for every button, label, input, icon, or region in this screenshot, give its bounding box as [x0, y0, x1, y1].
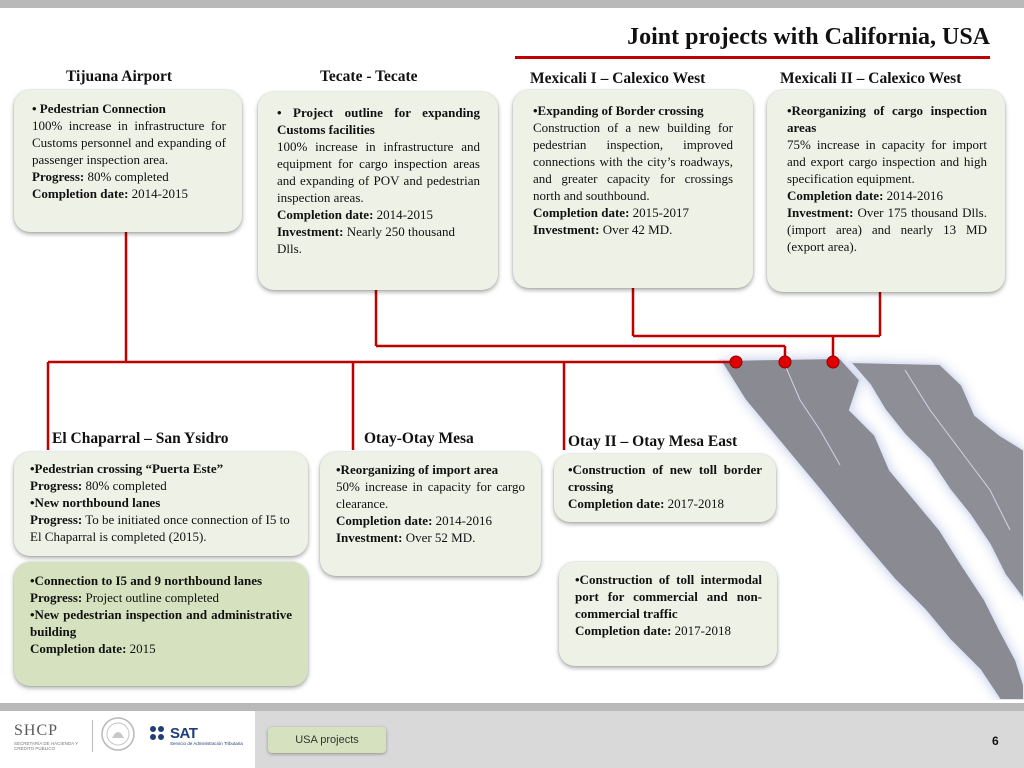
completion-label: Completion date:: [277, 207, 374, 222]
card-otay-mesa-east: •Construction of new toll border crossin…: [554, 454, 776, 522]
project-title: • Project outline for expanding Customs …: [277, 105, 480, 137]
project-title: •Construction of new toll border crossin…: [568, 462, 762, 494]
project-description: 100% increase in infrastructure and equi…: [277, 139, 480, 205]
title-underline: [515, 56, 990, 59]
page-title: Joint projects with California, USA: [627, 24, 990, 50]
project-title: •Pedestrian crossing “Puerta Este”: [30, 461, 224, 476]
heading-tecate: Tecate - Tecate: [320, 68, 418, 85]
investment-value: Over 52 MD.: [402, 530, 476, 545]
progress-label: Progress:: [32, 169, 85, 184]
progress-value: Project outline completed: [82, 590, 220, 605]
card-mexicali-2: •Reorganizing of cargo inspection areas …: [767, 90, 1005, 292]
project-title: •Expanding of Border crossing: [533, 103, 704, 118]
heading-mexicali-1: Mexicali I – Calexico West: [530, 70, 706, 87]
progress-value: 80% completed: [84, 169, 169, 184]
completion-label: Completion date:: [30, 641, 127, 656]
progress-value: To be initiated once connection of I5 to…: [30, 512, 290, 544]
sat-logo: SAT: [170, 725, 198, 742]
heading-otay-mesa-east: Otay II – Otay Mesa East: [568, 433, 738, 450]
progress-label: Progress:: [30, 478, 83, 493]
card-otay-mesa: •Reorganizing of import area 50% increas…: [320, 452, 541, 576]
project-title: •Construction of toll intermodal port fo…: [575, 572, 762, 621]
project-title: •Reorganizing of cargo inspection areas: [787, 103, 987, 135]
usa-projects-button[interactable]: USA projects: [268, 727, 386, 753]
baja-california-map: [718, 356, 1024, 700]
logo-divider: [92, 720, 93, 752]
completion-value: 2017-2018: [671, 623, 732, 638]
card-mexicali-1: •Expanding of Border crossing Constructi…: [513, 90, 753, 288]
completion-label: Completion date:: [568, 496, 665, 511]
completion-value: 2017-2018: [664, 496, 725, 511]
investment-label: Investment:: [787, 205, 854, 220]
completion-label: Completion date:: [533, 205, 630, 220]
completion-value: 2014-2016: [432, 513, 493, 528]
completion-value: 2015-2017: [629, 205, 690, 220]
investment-label: Investment:: [277, 224, 344, 239]
investment-value: Nearly 250 thousand Dlls.: [277, 224, 455, 256]
bottom-bar: [0, 703, 1024, 711]
investment-value: Over 175 thousand Dlls. (import area) an…: [787, 205, 987, 254]
completion-label: Completion date:: [787, 188, 884, 203]
project-description: 75% increase in capacity for import and …: [787, 137, 987, 186]
project-title: •Reorganizing of import area: [336, 462, 499, 477]
completion-label: Completion date:: [575, 623, 672, 638]
heading-el-chaparral: El Chaparral – San Ysidro: [52, 430, 229, 447]
project-title: • Pedestrian Connection: [32, 101, 166, 116]
shcp-logo: SHCP: [14, 722, 59, 739]
mexico-seal-icon: [101, 717, 135, 751]
progress-value: 80% completed: [82, 478, 167, 493]
completion-value: 2014-2016: [883, 188, 944, 203]
sat-subtitle: Servicio de Administración Tributaria: [170, 741, 243, 746]
investment-value: Over 42 MD.: [599, 222, 673, 237]
project-description: 100% increase in infrastructure for Cust…: [32, 118, 226, 167]
completion-label: Completion date:: [32, 186, 129, 201]
card-tecate: • Project outline for expanding Customs …: [258, 92, 498, 290]
card-el-chaparral-connection: •Connection to I5 and 9 northbound lanes…: [14, 562, 308, 686]
shcp-subtitle: SECRETARÍA DE HACIENDA Y CRÉDITO PÚBLICO: [14, 741, 79, 751]
project-description: 50% increase in capacity for cargo clear…: [336, 479, 525, 511]
progress-label: Progress:: [30, 590, 83, 605]
page-number: 6: [992, 734, 999, 748]
heading-tijuana-airport: Tijuana Airport: [66, 68, 173, 85]
card-el-chaparral: •Pedestrian crossing “Puerta Este” Progr…: [14, 452, 308, 556]
project-description: Construction of a new building for pedes…: [533, 120, 733, 203]
heading-otay-mesa: Otay-Otay Mesa: [364, 430, 474, 447]
project-title: •New pedestrian inspection and administr…: [30, 607, 292, 639]
completion-value: 2014-2015: [128, 186, 189, 201]
card-otay-intermodal: •Construction of toll intermodal port fo…: [559, 562, 777, 666]
project-title: •Connection to I5 and 9 northbound lanes: [30, 573, 263, 588]
top-bar: [0, 0, 1024, 8]
progress-label: Progress:: [30, 512, 83, 527]
completion-label: Completion date:: [336, 513, 433, 528]
project-title: •New northbound lanes: [30, 495, 161, 510]
investment-label: Investment:: [533, 222, 600, 237]
completion-value: 2015: [126, 641, 156, 656]
card-tijuana-airport: • Pedestrian Connection 100% increase in…: [14, 90, 242, 232]
sat-logo-icon: [150, 726, 164, 740]
heading-mexicali-2: Mexicali II – Calexico West: [780, 70, 962, 87]
investment-label: Investment:: [336, 530, 403, 545]
completion-value: 2014-2015: [373, 207, 434, 222]
